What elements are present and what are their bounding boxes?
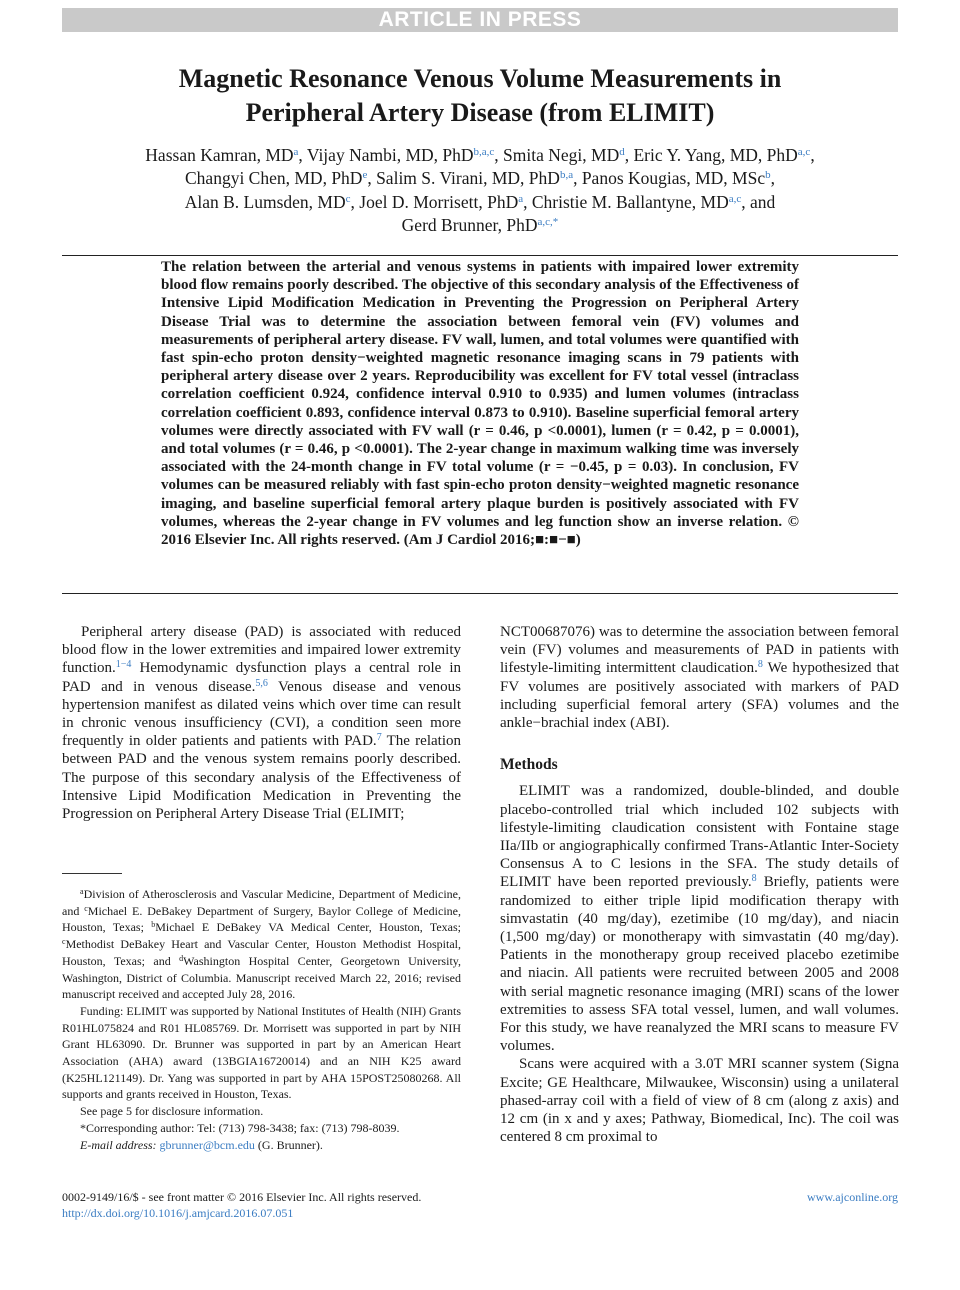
intro-paragraph: Peripheral artery disease (PAD) is assoc… bbox=[62, 624, 461, 823]
affiliation-mark[interactable]: c bbox=[345, 192, 351, 205]
author: Hassan Kamran, MDa, bbox=[145, 145, 307, 165]
corresponding-author-footnote: *Corresponding author: Tel: (713) 798-34… bbox=[80, 1120, 400, 1135]
author: Smita Negi, MDd, bbox=[503, 145, 634, 165]
article-in-press-banner: ARTICLE IN PRESS bbox=[62, 8, 898, 32]
abstract: The relation between the arterial and ve… bbox=[161, 259, 799, 549]
affiliation-mark[interactable]: e bbox=[362, 169, 368, 182]
affiliation-mark[interactable]: b bbox=[765, 169, 771, 182]
affiliation-mark[interactable]: b,a,c bbox=[473, 146, 495, 158]
reference-link[interactable]: 1−4 bbox=[115, 659, 132, 671]
author: Vijay Nambi, MD, PhDb,a,c, bbox=[306, 145, 504, 165]
title-line-2: Peripheral Artery Disease (from ELIMIT) bbox=[245, 98, 715, 127]
footer-left: 0002-9149/16/$ - see front matter © 2016… bbox=[62, 1189, 522, 1221]
journal-website-link[interactable]: www.ajconline.org bbox=[807, 1190, 898, 1204]
author: Gerd Brunner, PhDa,c,* bbox=[401, 214, 559, 235]
author: Alan B. Lumsden, MDc, bbox=[184, 191, 360, 212]
issn-line: 0002-9149/16/$ - see front matter © 2016… bbox=[62, 1190, 422, 1204]
affiliation-mark[interactable]: a,c bbox=[728, 192, 742, 205]
reference-link[interactable]: 8 bbox=[757, 659, 763, 671]
title-line-1: Magnetic Resonance Venous Volume Measure… bbox=[178, 64, 782, 93]
methods-paragraph: Scans were acquired with a 3.0T MRI scan… bbox=[500, 1056, 899, 1146]
affiliation-mark[interactable]: a bbox=[518, 192, 524, 205]
author: Salim S. Virani, MD, PhDb,a, bbox=[376, 168, 582, 189]
author: Joel D. Morrisett, PhDa, bbox=[359, 191, 532, 212]
reference-link[interactable]: 5,6 bbox=[255, 677, 268, 689]
affiliation-mark[interactable]: d bbox=[619, 146, 625, 158]
intro-paragraph-continued: NCT00687076) was to determine the associ… bbox=[500, 624, 899, 732]
email-footnote: E-mail address: gbrunner@bcm.edu (G. Bru… bbox=[80, 1137, 323, 1152]
footnotes: aDivision of Atherosclerosis and Vascula… bbox=[62, 886, 461, 1153]
article-title: Magnetic Resonance Venous Volume Measure… bbox=[62, 62, 898, 130]
affiliations-footnote: aDivision of Atherosclerosis and Vascula… bbox=[62, 887, 461, 1002]
affiliation-mark[interactable]: b,a bbox=[559, 169, 574, 182]
affiliation-mark[interactable]: a,c,* bbox=[537, 215, 559, 228]
affiliation-mark[interactable]: a,c bbox=[797, 146, 811, 158]
reference-link[interactable]: 8 bbox=[751, 873, 757, 885]
email-link[interactable]: gbrunner@bcm.edu bbox=[159, 1137, 255, 1152]
right-column: NCT00687076) was to determine the associ… bbox=[500, 623, 899, 1146]
author: Panos Kougias, MD, MScb, bbox=[581, 168, 775, 189]
doi-link[interactable]: http://dx.doi.org/10.1016/j.amjcard.2016… bbox=[62, 1206, 294, 1220]
methods-heading: Methods bbox=[500, 756, 558, 774]
abstract-bottom-rule bbox=[62, 593, 898, 594]
author-list: Hassan Kamran, MDa, Vijay Nambi, MD, PhD… bbox=[62, 144, 898, 237]
abstract-top-rule bbox=[62, 255, 898, 256]
funding-footnote: Funding: ELIMIT was supported by Nationa… bbox=[62, 1003, 461, 1102]
author: Changyi Chen, MD, PhDe, bbox=[185, 168, 377, 189]
disclosure-footnote: See page 5 for disclosure information. bbox=[80, 1104, 264, 1119]
author: Christie M. Ballantyne, MDa,c, and bbox=[531, 191, 776, 212]
footnote-rule bbox=[62, 873, 122, 874]
reference-link[interactable]: 7 bbox=[376, 732, 382, 744]
methods-paragraph: ELIMIT was a randomized, double-blinded,… bbox=[500, 783, 900, 1055]
author: Eric Y. Yang, MD, PhDa,c, bbox=[633, 145, 815, 165]
affiliation-mark[interactable]: a bbox=[293, 146, 299, 158]
left-column: Peripheral artery disease (PAD) is assoc… bbox=[62, 623, 461, 823]
